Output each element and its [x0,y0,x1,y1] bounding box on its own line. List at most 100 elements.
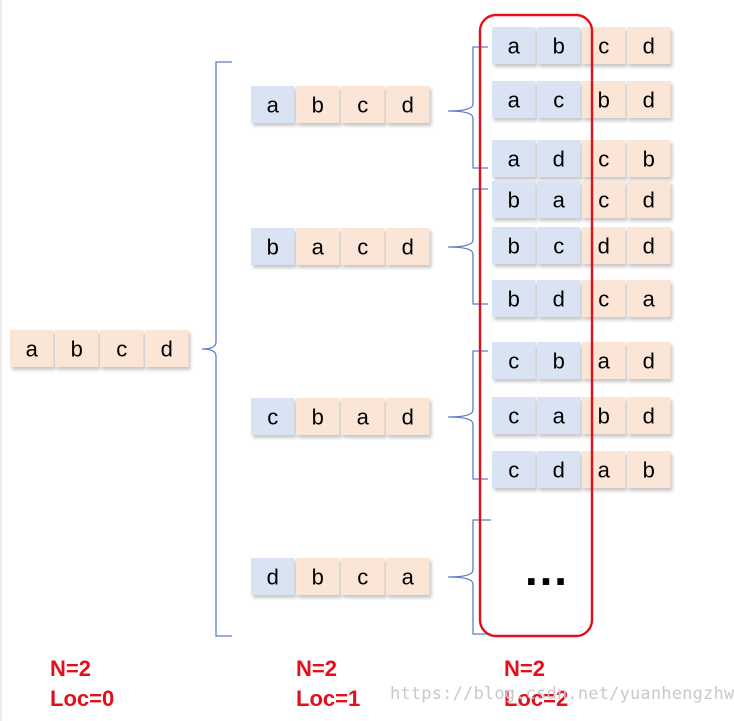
label-n-loc0: N=2 [50,656,91,681]
letter-cell: a [582,451,626,488]
letter-cell: b [492,280,536,317]
letter-text: b [267,235,279,260]
bracket-group-a [447,46,488,169]
letter-text: a [508,147,521,172]
letter-text: d [643,188,655,213]
letter-cell: d [145,330,189,367]
letter-text: a [26,337,39,362]
letter-cell: d [537,280,581,317]
tree-brackets [201,46,491,637]
letter-cell: a [537,181,581,218]
letter-cell: d [582,227,626,264]
letter-cell: d [627,81,671,118]
letter-text: d [643,349,655,374]
letter-text: d [643,234,655,259]
letter-text: b [598,88,610,113]
letter-text: a [402,565,415,590]
letter-text: d [598,234,610,259]
letter-text: c [357,565,368,590]
letter-cell: d [627,342,671,379]
letter-text: b [553,349,565,374]
letter-text: c [508,404,519,429]
letter-text: c [598,188,609,213]
letter-cell: d [386,398,430,435]
letter-text: c [553,234,564,259]
letter-text: d [643,88,655,113]
letter-cell: a [341,398,385,435]
letter-cell: c [492,451,536,488]
letter-text: c [598,147,609,172]
letter-text: d [402,405,414,430]
letter-text: c [267,405,278,430]
root-bracket [201,61,232,637]
letter-text: d [643,404,655,429]
label-n-loc1: N=2 [296,656,337,681]
letter-text: a [598,349,611,374]
letter-text: c [116,337,127,362]
letter-text: c [508,458,519,483]
letter-text: a [553,404,566,429]
letter-text: c [598,287,609,312]
letter-cell: b [296,558,340,595]
letter-cell: c [492,342,536,379]
letter-cell: a [582,342,626,379]
letter-cell: c [582,27,626,64]
letter-cell: c [341,558,385,595]
highlight-frame [478,13,594,638]
bracket-group-d [447,519,491,635]
bracket-group-c [447,350,488,480]
letter-cell: d [627,227,671,264]
letter-text: d [402,235,414,260]
letter-text: d [267,565,279,590]
letter-text: b [598,404,610,429]
letter-cell: d [251,558,295,595]
letter-text: b [508,287,520,312]
label-loc1: Loc=1 [296,686,361,711]
letter-text: a [553,188,566,213]
letter-cell: b [296,86,340,123]
letter-cell: b [537,27,581,64]
letter-cell: a [386,558,430,595]
letter-text: c [357,93,368,118]
letter-text: c [357,235,368,260]
letter-text: a [508,34,521,59]
letter-cell: c [100,330,144,367]
letter-cell: c [582,280,626,317]
label-loc2: Loc=2 [504,686,569,711]
letter-text: b [643,458,655,483]
letter-cell: c [537,227,581,264]
letter-text: b [312,93,324,118]
letter-cell: a [10,330,54,367]
letter-cell: b [537,342,581,379]
letter-text: b [312,565,324,590]
letter-cell: d [537,140,581,177]
letter-text: b [553,34,565,59]
letter-text: b [643,147,655,172]
label-n-loc2: N=2 [504,656,545,681]
label-loc0: Loc=0 [50,686,115,711]
letter-text: b [508,234,520,259]
letter-text: b [508,188,520,213]
letter-cell: a [296,228,340,265]
letter-cell: c [341,228,385,265]
letter-cell: b [492,181,536,218]
letter-text: a [312,235,325,260]
letter-text: d [553,458,565,483]
letter-cell: b [251,228,295,265]
letter-text: a [357,405,370,430]
letter-cell: d [386,228,430,265]
letter-text: d [402,93,414,118]
letter-text: d [643,34,655,59]
letter-cell: b [582,397,626,434]
